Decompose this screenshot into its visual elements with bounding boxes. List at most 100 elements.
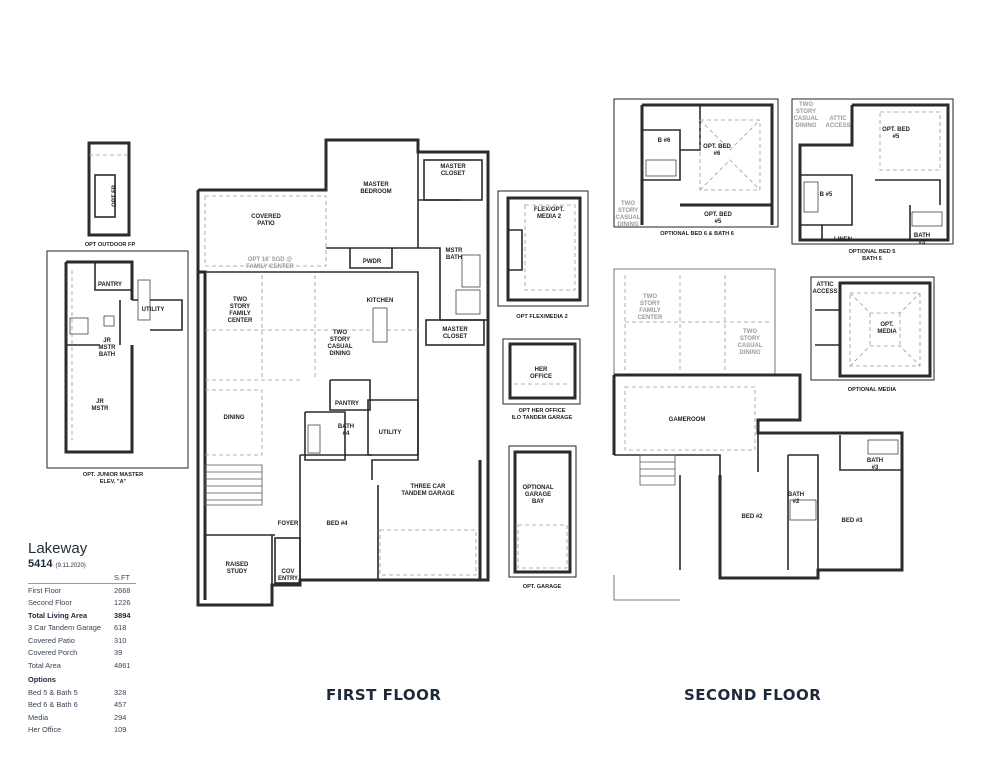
dining-open-label-3: CASUAL — [738, 343, 763, 349]
area-label: First Floor — [28, 585, 62, 595]
opt-media-attic-label-2: ACCESS — [812, 289, 837, 295]
opt-bed5-drawing — [791, 98, 954, 245]
raised-study-label-2: STUDY — [227, 569, 247, 575]
opt-garage-drawing — [508, 445, 577, 578]
opt-bed6-label-1: OPT. BED — [703, 144, 731, 150]
plan-number: 5414 — [28, 558, 53, 570]
second-floor-drawing — [612, 268, 904, 601]
sgd-label-2: FAMILY CENTER — [246, 264, 294, 270]
opt-fp-label: OPT FP — [112, 185, 118, 207]
opt-bed5-attic-label-2: ACCESS — [825, 123, 850, 129]
family-open-label-4: CENTER — [638, 315, 663, 321]
optional-media-caption: OPTIONAL MEDIA — [848, 387, 896, 393]
family-open-label-1: TWO — [643, 294, 657, 300]
master-bedroom-label-2: BEDROOM — [360, 189, 391, 195]
jr-master-caption-1: OPT. JUNIOR MASTER — [83, 472, 143, 478]
her-office-caption-1: OPT HER OFFICE — [519, 408, 566, 414]
area-label: Covered Porch — [28, 648, 78, 658]
opt-bed6-drawing — [613, 98, 779, 228]
jr-pantry-label: PANTRY — [98, 282, 122, 288]
opt-junior-master-drawing — [46, 250, 189, 469]
casual-dining-label-3: CASUAL — [328, 344, 353, 350]
plan-number-block: 5414 (9.11.2020) — [28, 558, 86, 570]
casual-dining-label-1: TWO — [333, 330, 347, 336]
option-value: 457 — [114, 700, 127, 710]
area-label: Total Area — [28, 660, 61, 670]
bed5-bath5-caption-1: OPTIONAL BED 5 — [849, 249, 896, 255]
pantry-label: PANTRY — [335, 401, 359, 407]
option-label: Her Office — [28, 725, 62, 735]
bath4-label-1: BATH — [338, 424, 354, 430]
bed5-bath5-caption-2: BATH 5 — [862, 256, 882, 262]
jr-utility-label: UTILITY — [142, 307, 165, 313]
opt-bed6-two-story-label-1: TWO — [621, 201, 635, 207]
opt-her-office-drawing — [502, 338, 581, 405]
her-office-caption-2: ILO TANDEM GARAGE — [512, 415, 573, 421]
plan-date: (9.11.2020) — [55, 563, 86, 569]
family-center-label-4: CENTER — [228, 318, 253, 324]
utility-label: UTILITY — [379, 430, 402, 436]
area-value: 3894 — [114, 610, 131, 620]
jr-bath-label-2: MSTR — [99, 345, 117, 351]
area-row: First Floor 2668 — [28, 584, 136, 597]
mstr-bath-label-1: MSTR — [446, 248, 464, 254]
opt-bed5-bath3-label-1: BATH — [914, 233, 930, 239]
casual-dining-label-2: STORY — [330, 337, 350, 343]
opt-bed6-two-story-label-4: DINING — [618, 222, 639, 228]
foyer-label: FOYER — [278, 521, 299, 527]
opt-garage-bay-label-3: BAY — [532, 499, 544, 505]
opt-garage-bay-label-1: OPTIONAL — [523, 485, 554, 491]
option-value: 294 — [114, 712, 127, 722]
area-value: 618 — [114, 623, 127, 633]
jr-bath-label-1: JR — [103, 338, 111, 344]
option-row: Media 294 — [28, 711, 136, 724]
family-open-label-3: FAMILY — [639, 308, 660, 314]
opt-bed5-two-story-label-1: TWO — [799, 102, 813, 108]
area-value: 39 — [114, 648, 123, 658]
master-closet-bottom-label-2: CLOSET — [443, 334, 468, 340]
option-label: Bed 5 & Bath 5 — [28, 687, 78, 697]
flex-media-caption: OPT FLEX/MEDIA 2 — [516, 314, 567, 320]
area-value: 2668 — [114, 585, 131, 595]
family-center-label-2: STORY — [230, 304, 250, 310]
area-label: Covered Patio — [28, 635, 75, 645]
master-closet-top-label-2: CLOSET — [441, 171, 466, 177]
option-label: Media — [28, 712, 49, 722]
bed3-label: BED #3 — [841, 518, 863, 524]
first-floor-drawing — [196, 138, 490, 607]
bath2-label-2: #2 — [793, 499, 800, 505]
her-office-label-2: OFFICE — [530, 374, 552, 380]
mstr-bath-label-2: BATH — [446, 255, 462, 261]
area-label: 3 Car Tandem Garage — [28, 623, 101, 633]
pwdr-label: PWDR — [363, 259, 382, 265]
jr-mstr-label-2: MSTR — [92, 406, 110, 412]
bed4-label: BED #4 — [326, 521, 348, 527]
area-value: 4861 — [114, 660, 131, 670]
opt-bed5-attic-label-1: ATTIC — [829, 116, 847, 122]
area-label: Second Floor — [28, 598, 72, 608]
sft-header: S.FT — [114, 572, 131, 582]
covered-patio-label-2: PATIO — [257, 221, 275, 227]
area-row: Covered Porch 39 — [28, 647, 136, 660]
opt-bed5-bath3-label-2: #3 — [919, 240, 926, 246]
flex-media-label-2: MEDIA 2 — [537, 214, 562, 220]
dining-label: DINING — [224, 415, 245, 421]
opt-bed6-bed5-label-1: OPT. BED — [704, 212, 732, 218]
opt-bed5-two-story-label-3: CASUAL — [794, 116, 819, 122]
second-floor-title: SECOND FLOOR — [684, 686, 822, 704]
opt-bed5-two-story-label-4: DINING — [796, 123, 817, 129]
bath3-label-2: #3 — [872, 465, 879, 471]
dining-open-label-1: TWO — [743, 329, 757, 335]
kitchen-label: KITCHEN — [367, 298, 394, 304]
area-row: Total Area 4861 — [28, 659, 136, 672]
option-value: 328 — [114, 687, 127, 697]
opt-media-label-2: MEDIA — [877, 329, 897, 335]
options-header: Options — [28, 675, 56, 685]
master-closet-bottom-label-1: MASTER — [442, 327, 468, 333]
jr-master-caption-2: ELEV. "A" — [100, 479, 127, 485]
opt-media-drawing — [810, 276, 935, 381]
